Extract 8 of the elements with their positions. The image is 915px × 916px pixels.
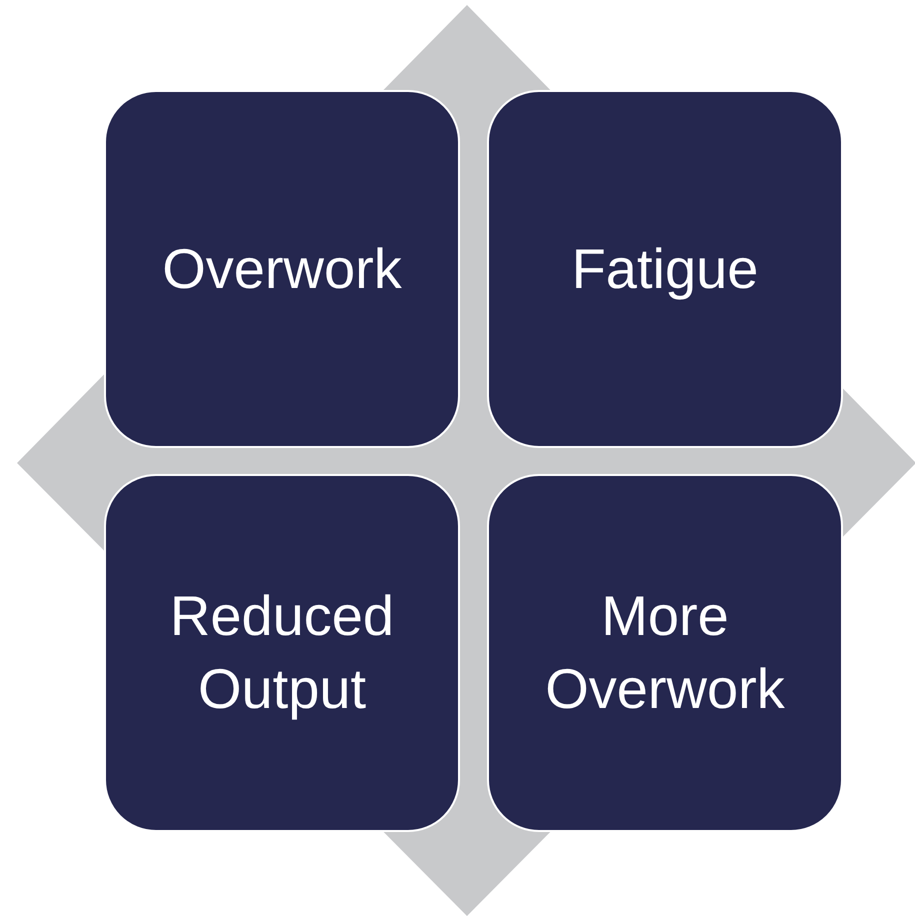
rounded-box	[487, 90, 843, 448]
rounded-box	[104, 474, 460, 832]
box-label: Fatigue	[570, 236, 760, 302]
box-label: More Overwork	[544, 583, 786, 722]
box-label: Overwork	[161, 236, 403, 302]
rounded-box	[104, 90, 460, 448]
box-label: Reduced Output	[168, 583, 396, 722]
rounded-box	[487, 474, 843, 832]
